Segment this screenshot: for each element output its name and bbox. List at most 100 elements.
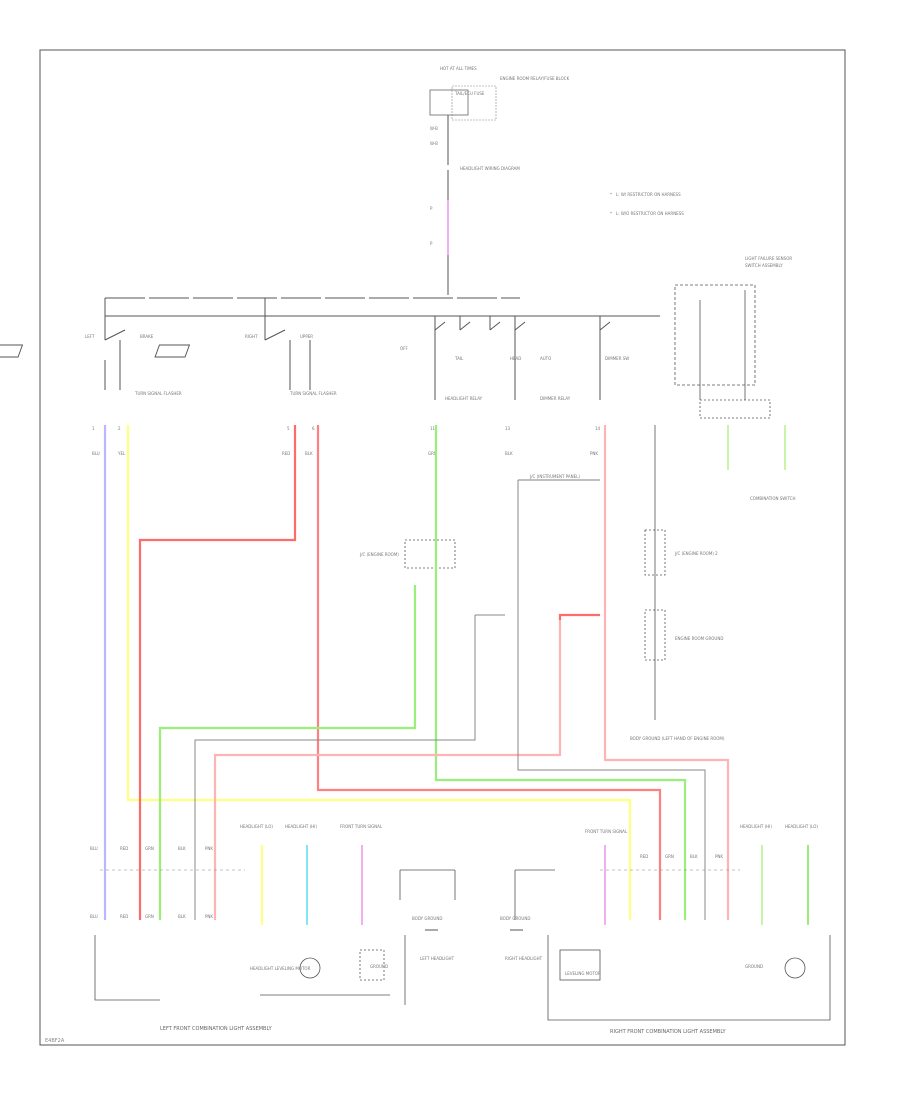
svg-text:GRN: GRN [145,914,154,919]
switch-group-center [434,316,611,400]
svg-text:14: 14 [595,426,601,431]
fuse-block-label: ENGINE ROOM RELAY/FUSE BLOCK [500,76,570,81]
lamp-rh-1-label: FRONT TURN SIGNAL [585,829,628,834]
switch-right-label: RIGHT [245,334,258,339]
top-connector-label: HEADLIGHT WIRING DIAGRAM [460,166,520,171]
svg-text:GRN: GRN [145,846,154,851]
svg-text:UPPER: UPPER [300,334,313,339]
sw-right-top-label: LIGHT FAILURE SENSOR [745,256,792,261]
svg-text:*: * [610,211,612,216]
diagram-border [39,49,846,1046]
svg-text:RED: RED [120,914,128,919]
combo-switch-label: COMBINATION SWITCH [750,496,795,501]
lamp-rh-2-label: HEADLIGHT (HI) [740,824,772,829]
svg-text:YEL: YEL [117,451,126,456]
turn-left-label: TURN SIGNAL FLASHER [134,391,182,396]
head-label: HEAD [510,356,521,361]
switch-right [154,298,311,390]
svg-text:GRN: GRN [428,451,437,456]
svg-text:PNK: PNK [590,451,598,456]
svg-text:BRAKE: BRAKE [140,334,154,339]
svg-text:*: * [610,192,612,197]
bus-lines [104,297,660,317]
colored-wires [103,425,730,920]
lamp-wires-right [604,845,809,925]
switch-left [0,316,126,390]
svg-text:BLK: BLK [178,846,186,851]
ground-rh-label: GROUND [745,964,763,969]
turn-right-label: TURN SIGNAL FLASHER [289,391,337,396]
relay-mid-label: DIMMER RELAY [540,396,571,401]
motor-lh-label: HEADLIGHT LEVELING MOTOR [250,966,311,971]
svg-text:6: 6 [312,426,315,431]
svg-text:5: 5 [287,426,290,431]
junction-mid [404,479,600,569]
sw-right-label: SWITCH ASSEMBLY [745,263,783,268]
lamp-labels-left: HEADLIGHT (LO) HEADLIGHT (HI) FRONT TURN… [240,824,383,829]
gray-wires [194,480,706,920]
connector-row-upper: 1 2 5 6 11 13 14 BLU YEL RED BLK GRN BLK… [92,426,601,456]
dimmer-label: DIMMER SW [605,356,629,361]
lamp-lh-2-label: HEADLIGHT (HI) [285,824,317,829]
ground-right-label: ENGINE ROOM GROUND [675,636,723,641]
assembly-right-label: RIGHT FRONT COMBINATION LIGHT ASSEMBLY [610,1029,726,1035]
relay-left-label: HEADLIGHT RELAY [445,396,483,401]
lamp-rh-3-label: HEADLIGHT (LO) [785,824,818,829]
lamp-lh-1-label: HEADLIGHT (LO) [240,824,273,829]
svg-text:P: P [430,206,433,211]
svg-text:BLK: BLK [505,451,513,456]
left-assembly [94,935,390,1001]
figure-id: E4BF2A [45,1038,65,1044]
right-assembly [547,935,831,1021]
svg-text:11: 11 [430,426,436,431]
svg-text:W-B: W-B [430,126,438,131]
svg-text:P: P [430,241,433,246]
svg-text:RED: RED [120,846,128,851]
svg-text:GRN: GRN [665,854,674,859]
lamp-labels-right: FRONT TURN SIGNAL HEADLIGHT (HI) HEADLIG… [585,824,818,834]
junction-right-label: J/C (ENGINE ROOM) 2 [674,551,718,556]
junction-mid-label: J/C (INSTRUMENT PANEL) [529,474,580,479]
ground-mid-2-label: BODY GROUND [500,916,530,921]
legend-item-2: L: W/O RESTRICTOR ON HARNESS [616,211,684,216]
lamp-lh-3-label: FRONT TURN SIGNAL [340,824,383,829]
tail-label: TAIL [454,356,464,361]
top-source-label: HOT AT ALL TIMES [440,66,477,71]
svg-text:BLK: BLK [178,914,186,919]
auto-label: AUTO [540,356,551,361]
svg-text:13: 13 [505,426,511,431]
svg-text:RED: RED [282,451,290,456]
switch-left-label: LEFT [85,334,95,339]
svg-text:2: 2 [118,426,121,431]
mid-grounds [399,869,555,1005]
svg-text:BLU: BLU [90,914,98,919]
svg-text:W-B: W-B [430,141,438,146]
legend: * L: W/ RESTRICTOR ON HARNESS * L: W/O R… [610,192,684,216]
mid-box-1-label: LEFT HEADLIGHT [420,956,455,961]
ground-note-label: BODY GROUND (LEFT HAND OF ENGINE ROOM) [630,736,725,741]
ground-mid-1-label: BODY GROUND [412,916,442,921]
jc-lower-label: J/C (ENGINE ROOM) [359,552,399,557]
fuse-label: TAIL/ECU FUSE [454,91,485,96]
svg-text:RED: RED [640,854,648,859]
svg-text:BLU: BLU [92,451,100,456]
off-label: OFF [400,346,408,351]
right-column-parts [644,425,666,720]
mid-box-2-label: RIGHT HEADLIGHT [505,956,543,961]
fuse-block: HOT AT ALL TIMES TAIL/ECU FUSE ENGINE RO… [429,66,570,121]
svg-text:PNK: PNK [205,846,213,851]
motor-rh-label: LEVELING MOTOR [565,971,601,976]
svg-text:BLU: BLU [90,846,98,851]
ground-lh-label: GROUND [370,964,388,969]
lamp-wires-left [261,845,363,925]
right-switch-assembly [674,284,771,419]
svg-text:1: 1 [92,426,95,431]
legend-item-1: L: W/ RESTRICTOR ON HARNESS [616,192,681,197]
assembly-left-label: LEFT FRONT COMBINATION LIGHT ASSEMBLY [160,1026,273,1032]
svg-text:BLK: BLK [690,854,698,859]
svg-text:BLK: BLK [305,451,313,456]
svg-text:PNK: PNK [715,854,723,859]
right-switch-wires [727,425,786,470]
svg-text:PNK: PNK [205,914,213,919]
